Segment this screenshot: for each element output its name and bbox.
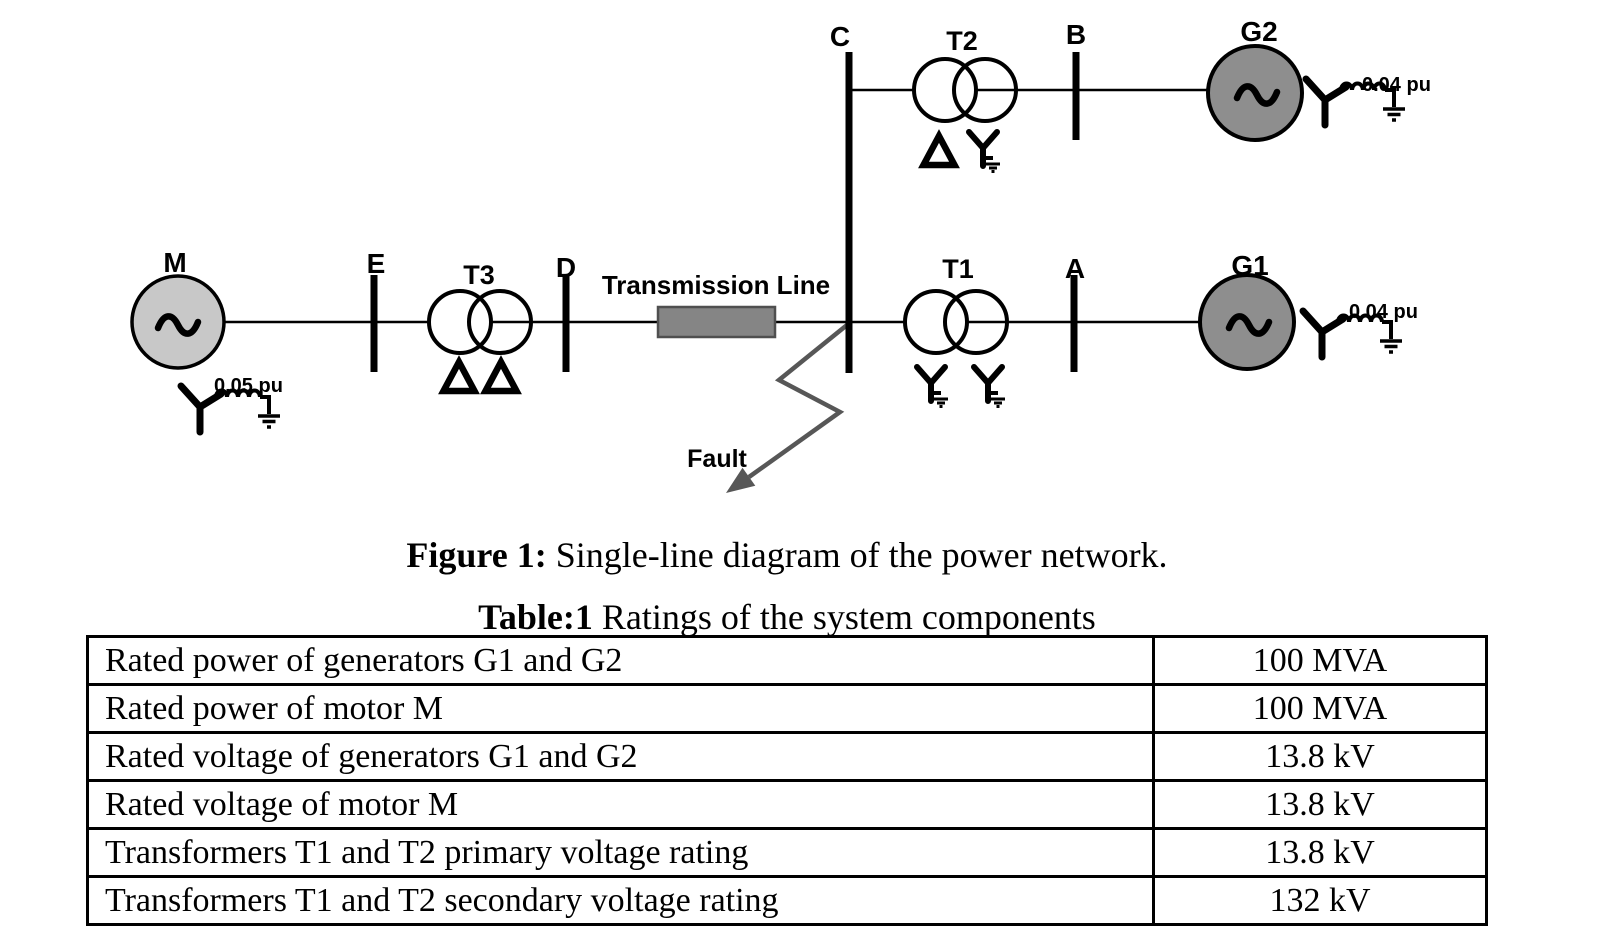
bus-a-label: A xyxy=(1065,253,1085,284)
single-line-diagram: M E T3 D Transmission Line C T2 B G2 T1 … xyxy=(130,16,1431,493)
bus-b-label: B xyxy=(1066,19,1086,50)
row-value: 13.8 kV xyxy=(1152,731,1488,782)
t3-delta2-icon xyxy=(486,362,517,391)
row-value: 100 MVA xyxy=(1152,635,1488,686)
table-row: Transformers T1 and T2 secondary voltage… xyxy=(86,875,1488,926)
row-value: 13.8 kV xyxy=(1152,779,1488,830)
row-value: 132 kV xyxy=(1152,875,1488,926)
g2-label: G2 xyxy=(1240,16,1277,47)
t2-label: T2 xyxy=(946,26,978,56)
row-value: 100 MVA xyxy=(1152,683,1488,734)
table-row: Rated power of generators G1 and G2 100 … xyxy=(86,635,1488,686)
fault-arrow xyxy=(747,323,849,479)
t1-wye-ground1-icon xyxy=(917,367,948,407)
bus-c-label: C xyxy=(830,21,850,52)
ratings-table: Rated power of generators G1 and G2 100 … xyxy=(86,635,1488,926)
row-value: 13.8 kV xyxy=(1152,827,1488,878)
figure-caption: Figure 1: Single-line diagram of the pow… xyxy=(86,534,1488,576)
motor-label: M xyxy=(163,247,186,278)
row-label: Transformers T1 and T2 secondary voltage… xyxy=(86,875,1155,926)
g1-reactance-label: 0.04 pu xyxy=(1349,301,1418,323)
table-row: Rated voltage of generators G1 and G2 13… xyxy=(86,731,1488,782)
row-label: Transformers T1 and T2 primary voltage r… xyxy=(86,827,1155,878)
t3-label: T3 xyxy=(463,260,495,290)
bus-e-label: E xyxy=(367,248,386,279)
transformer-t3-coil2 xyxy=(467,289,533,355)
g2-reactance-label: 0.04 pu xyxy=(1362,74,1431,96)
row-label: Rated power of motor M xyxy=(86,683,1155,734)
g1-label: G1 xyxy=(1231,250,1268,281)
table-title-prefix: Table:1 xyxy=(478,597,593,637)
bus-d-label: D xyxy=(556,252,576,283)
transformer-t2-coil1 xyxy=(912,57,978,123)
fault-label: Fault xyxy=(687,445,747,473)
figure-caption-text: Single-line diagram of the power network… xyxy=(546,535,1168,575)
row-label: Rated voltage of motor M xyxy=(86,779,1155,830)
transmission-line-label: Transmission Line xyxy=(602,270,830,300)
table-row: Rated power of motor M 100 MVA xyxy=(86,683,1488,734)
transmission-line-box xyxy=(656,305,777,339)
figure-caption-prefix: Figure 1: xyxy=(406,535,547,575)
t2-wye-ground-icon xyxy=(969,132,1000,172)
t1-label: T1 xyxy=(942,254,974,284)
motor-reactance-label: 0.05 pu xyxy=(214,375,283,397)
row-label: Rated voltage of generators G1 and G2 xyxy=(86,731,1155,782)
fault-arrowhead-icon xyxy=(726,467,756,493)
t3-delta1-icon xyxy=(444,362,475,391)
table-row: Rated voltage of motor M 13.8 kV xyxy=(86,779,1488,830)
transformer-t1-coil2 xyxy=(943,289,1009,355)
transformer-t3-coil1 xyxy=(427,289,493,355)
table-title: Table:1 Ratings of the system components xyxy=(86,596,1488,638)
table-title-text: Ratings of the system components xyxy=(592,597,1096,637)
row-label: Rated power of generators G1 and G2 xyxy=(86,635,1155,686)
transformer-t1-coil1 xyxy=(903,289,969,355)
transformer-t2-coil2 xyxy=(952,57,1018,123)
t2-delta-icon xyxy=(924,136,955,165)
table-row: Transformers T1 and T2 primary voltage r… xyxy=(86,827,1488,878)
t1-wye-ground2-icon xyxy=(974,367,1005,407)
